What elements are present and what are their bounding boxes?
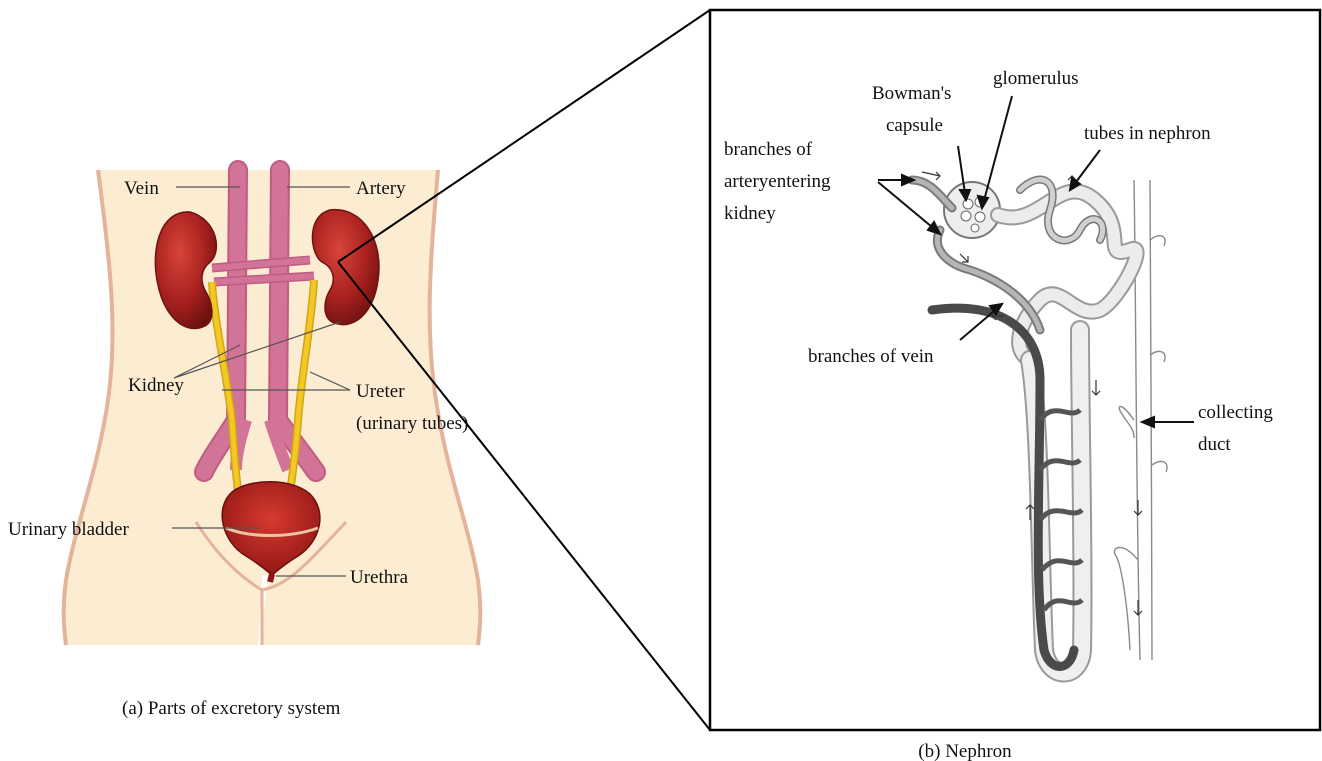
excretory-system-illustration: Vein Artery Kidney Ureter (urinary tubes… [8, 170, 480, 719]
caption-part-b: (b) Nephron [918, 741, 1012, 761]
label-branches-of-vein: branches of vein [808, 346, 934, 367]
label-collecting-duct-1: collecting [1198, 402, 1273, 423]
label-collecting-duct-2: duct [1198, 434, 1231, 455]
label-bowmans-1: Bowman's [872, 83, 951, 104]
nephron-panel: Bowman's capsule glomerulus tubes in nep… [710, 10, 1320, 730]
label-kidney: Kidney [128, 375, 184, 396]
label-glomerulus: glomerulus [993, 68, 1079, 89]
label-artery-3: kidney [724, 203, 776, 224]
urethra [270, 574, 272, 582]
label-vein: Vein [124, 178, 159, 199]
label-artery-1: branches of [724, 139, 813, 160]
label-tubes-in-nephron: tubes in nephron [1084, 123, 1211, 144]
nephron-frame [710, 10, 1320, 730]
label-artery: Artery [356, 178, 406, 199]
label-urinary-bladder: Urinary bladder [8, 519, 129, 540]
label-bowmans-2: capsule [886, 115, 943, 136]
caption-part-a: (a) Parts of excretory system [122, 698, 341, 719]
label-urethra: Urethra [350, 567, 409, 588]
label-ureter-sub: (urinary tubes) [356, 413, 468, 434]
label-ureter: Ureter [356, 381, 405, 402]
label-artery-2: arteryentering [724, 171, 831, 192]
